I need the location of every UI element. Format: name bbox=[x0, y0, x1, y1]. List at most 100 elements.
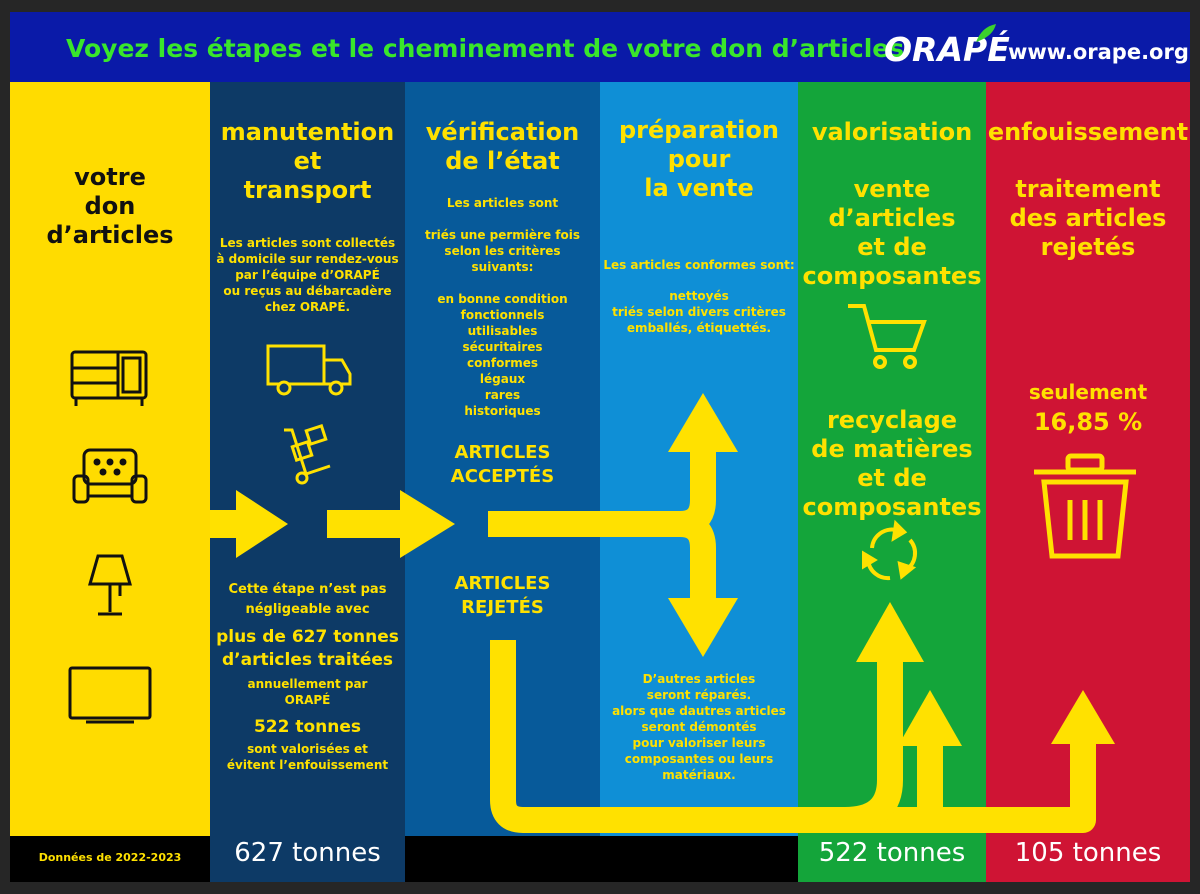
criteria-item: en bonne condition bbox=[437, 292, 568, 306]
criteria-item: conformes bbox=[466, 356, 539, 370]
text-line: pour valoriser leurs bbox=[632, 736, 766, 750]
trash-icon bbox=[1034, 453, 1136, 559]
text-line: seront démontés bbox=[641, 720, 757, 734]
arrow-up-head bbox=[668, 393, 738, 452]
footer-transport-total: 627 tonnes bbox=[234, 838, 381, 868]
don-heading-line: votre bbox=[74, 163, 146, 191]
enfouissement-percent: 16,85 % bbox=[1033, 408, 1143, 436]
enfouissement-heading: enfouissement bbox=[987, 118, 1189, 146]
text-line: Les articles sont collectés bbox=[219, 236, 396, 250]
verification-heading-line: de l’état bbox=[445, 147, 560, 175]
text-line: évitent l’enfouissement bbox=[226, 758, 389, 772]
transport-heading: manutention et transport bbox=[210, 118, 405, 205]
transport-heading-line: et bbox=[293, 147, 322, 175]
criteria-item: rares bbox=[484, 388, 521, 402]
tv-icon bbox=[68, 666, 152, 724]
text-line: par l’équipe d’ORAPÉ bbox=[235, 268, 380, 282]
text-line: rejetés bbox=[1040, 233, 1136, 261]
website-link[interactable]: www.orape.org bbox=[1008, 40, 1189, 64]
text-line: D’autres articles bbox=[642, 672, 756, 686]
branch-arrow bbox=[488, 450, 716, 600]
footer-transport-cell bbox=[210, 836, 405, 882]
transport-highlight-627: plus de 627 tonnes d’articles traitées bbox=[210, 626, 405, 672]
text-line: ARTICLES bbox=[454, 442, 551, 463]
footer-valorisation-total: 522 tonnes bbox=[818, 838, 966, 868]
verification-intro: Les articles sont bbox=[446, 196, 559, 210]
truck-icon bbox=[266, 344, 352, 396]
text-line: selon les critères bbox=[444, 244, 561, 258]
preparation-heading-line: la vente bbox=[644, 174, 754, 202]
text-line: ORAPÉ bbox=[284, 693, 331, 707]
valorisation-recycle: recyclage de matières et de composantes bbox=[798, 406, 986, 522]
armchair-icon bbox=[72, 448, 148, 504]
arrow-right-2 bbox=[327, 490, 455, 558]
leaf-logo-icon bbox=[976, 24, 996, 42]
arrow-to-recycle2-head bbox=[856, 602, 924, 662]
text-line: triés selon divers critères bbox=[612, 305, 786, 319]
text-line: des articles bbox=[1009, 204, 1167, 232]
don-heading: votre don d’articles bbox=[10, 163, 210, 250]
text-line: plus de 627 tonnes bbox=[216, 627, 399, 647]
text-line: d’articles traitées bbox=[221, 650, 394, 670]
text-line: traitement bbox=[1015, 175, 1161, 203]
text-line: composantes bbox=[802, 262, 982, 290]
verification-heading-line: vérification bbox=[425, 118, 580, 146]
text-line: ACCEPTÉS bbox=[450, 466, 555, 487]
orape-logo: ORAPÉ bbox=[884, 30, 1010, 69]
preparation-other: D’autres articles seront réparés. alors … bbox=[600, 671, 798, 783]
text-line: seront réparés. bbox=[646, 688, 752, 702]
preparation-heading-line: pour bbox=[667, 145, 731, 173]
enfouissement-only: seulement bbox=[1028, 380, 1148, 404]
transport-note3: sont valorisées et évitent l’enfouisseme… bbox=[210, 741, 405, 773]
verification-criteria-list: en bonne condition fonctionnels utilisab… bbox=[405, 291, 600, 419]
text-line: nettoyés bbox=[669, 289, 729, 303]
hand-truck-icon bbox=[284, 423, 331, 485]
text-line: annuellement par bbox=[247, 677, 368, 691]
don-heading-line: d’articles bbox=[46, 221, 174, 249]
text-line: suivants: bbox=[471, 260, 534, 274]
preparation-steps: nettoyés triés selon divers critères emb… bbox=[600, 288, 798, 336]
footer-period: Données de 2022-2023 bbox=[38, 851, 182, 864]
text-line: sont valorisées et bbox=[247, 742, 368, 756]
preparation-heading: préparation pour la vente bbox=[600, 116, 798, 203]
enfouissement-treatment: traitement des articles rejetés bbox=[986, 175, 1190, 262]
criteria-item: fonctionnels bbox=[460, 308, 545, 322]
text-line: négligeable avec bbox=[245, 602, 370, 617]
text-line: alors que dautres articles bbox=[612, 704, 786, 718]
text-line: et de bbox=[857, 464, 927, 492]
lamp-icon bbox=[88, 554, 132, 616]
verification-heading: vérification de l’état bbox=[405, 118, 600, 176]
footer-valorisation-cell bbox=[798, 836, 986, 882]
transport-highlight-522: 522 tonnes bbox=[253, 717, 362, 737]
arrow-down-head bbox=[668, 598, 738, 657]
transport-note2: annuellement par ORAPÉ bbox=[210, 676, 405, 708]
arrow-right-1 bbox=[210, 490, 288, 558]
text-line: vente bbox=[853, 175, 931, 203]
rejected-label: ARTICLES REJETÉS bbox=[405, 572, 600, 620]
footer-period-cell bbox=[10, 836, 210, 882]
arrow-to-recycle-head bbox=[898, 690, 962, 746]
text-line: chez ORAPÉ. bbox=[264, 300, 351, 314]
footer-enfouissement-cell bbox=[986, 836, 1190, 882]
transport-description: Les articles sont collectés à domicile s… bbox=[210, 235, 405, 315]
page-title: Voyez les étapes et le cheminement de vo… bbox=[66, 34, 905, 63]
footer-enfouissement-total: 105 tonnes bbox=[1014, 838, 1162, 868]
rejected-flow-arrow bbox=[490, 640, 1096, 833]
text-line: recyclage bbox=[826, 406, 958, 434]
criteria-item: utilisables bbox=[467, 324, 538, 338]
transport-note: Cette étape n’est pas négligeable avec bbox=[210, 580, 405, 620]
text-line: Cette étape n’est pas bbox=[228, 582, 387, 597]
preparation-intro: Les articles conformes sont: bbox=[603, 258, 795, 272]
text-line: emballés, étiquettés. bbox=[626, 321, 772, 335]
dresser-icon bbox=[70, 350, 148, 406]
criteria-item: sécuritaires bbox=[462, 340, 543, 354]
recycle-icon bbox=[862, 519, 918, 581]
text-line: REJETÉS bbox=[461, 597, 544, 618]
text-line: ARTICLES bbox=[454, 573, 551, 594]
cart-icon bbox=[848, 304, 927, 369]
column-transport bbox=[210, 82, 405, 836]
text-line: et de bbox=[857, 233, 927, 261]
don-heading-line: don bbox=[84, 192, 136, 220]
header-bar bbox=[10, 12, 1190, 82]
